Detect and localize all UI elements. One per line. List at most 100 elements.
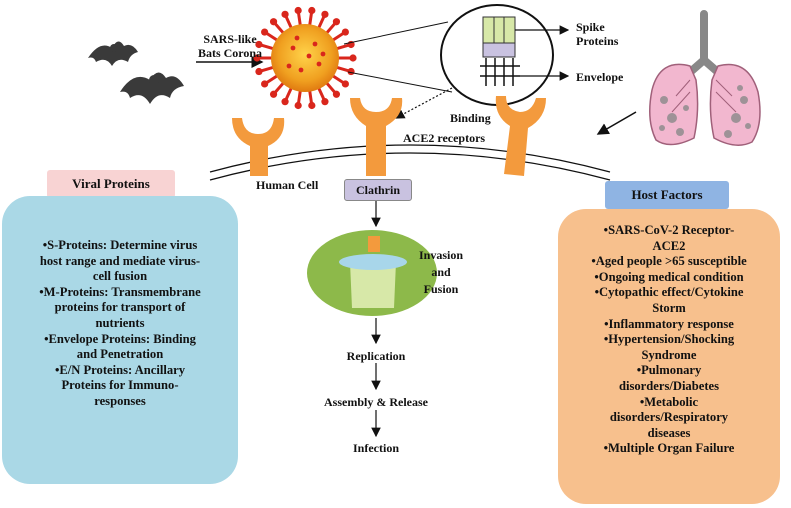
coronavirus-icon (253, 6, 357, 110)
invasion-line1: Invasion (418, 248, 464, 262)
invasion-fusion-label: Invasion and Fusion (410, 247, 472, 298)
host-item-line: •Pulmonary (636, 363, 702, 378)
viral-item-line: host range and mediate virus- (39, 253, 201, 268)
virus-spike-head (308, 6, 316, 15)
cell-membrane-inner (209, 152, 611, 181)
host-item-line: Syndrome (641, 347, 697, 362)
host-item-line: •Inflammatory response (604, 316, 734, 331)
virus-spike-head (281, 98, 289, 106)
virus-spike-head (261, 80, 269, 88)
viral-proteins-title: Viral Proteins (47, 170, 175, 198)
host-item-line: •Aged people >65 susceptible (591, 254, 747, 269)
virus-surface-dot (290, 45, 296, 51)
host-item-line: •Cytopathic effect/Cytokine (594, 285, 744, 300)
virus-spike-head (321, 10, 329, 18)
zoom-line (343, 21, 449, 45)
envelope-label: Envelope (576, 70, 624, 84)
invasion-line2: and (431, 265, 451, 279)
viral-item-line: cell fusion (92, 269, 148, 284)
cell-membrane-outer (209, 144, 611, 173)
bat-icon (88, 41, 138, 66)
virus-spike-head (281, 10, 289, 18)
virus-spike-head (349, 54, 357, 62)
viral-item-line: and Penetration (76, 347, 164, 362)
virus-spike-head (308, 101, 316, 110)
virus-spike-head (341, 80, 349, 88)
host-item-line: •Hypertension/Shocking (603, 332, 735, 347)
invasion-line3: Fusion (423, 282, 459, 296)
virus-surface-dot (298, 67, 304, 73)
virus-spike-head (269, 90, 278, 98)
spike-protein-icon (482, 16, 516, 58)
virus-surface-dot (316, 61, 322, 67)
virus-surface-dot (312, 41, 318, 47)
bats-label: SARS-like Bats Corona (196, 32, 264, 60)
virus-spike-head (332, 18, 341, 26)
virus-spike-head (332, 90, 341, 98)
lungs-icon (649, 10, 761, 146)
host-item-line: Storm (652, 300, 686, 315)
host-item-line: •Metabolic (639, 394, 699, 409)
ace2-receptor-icon (495, 96, 546, 176)
viral-item-line: •Envelope Proteins: Binding (44, 331, 196, 346)
virus-surface-dot (306, 53, 312, 59)
viral-item-line: nutrients (95, 315, 145, 330)
host-cell-fusion-icon (307, 230, 437, 316)
binding-label: Binding (450, 111, 491, 125)
virus-spike-head (341, 28, 349, 36)
envelope-lattice-icon (480, 58, 520, 86)
host-item-line: •Multiple Organ Failure (603, 441, 735, 456)
virus-spike-head (261, 28, 269, 36)
host-item-line: ACE2 (652, 238, 686, 253)
host-item: •Aged people >65 susceptible (558, 254, 780, 270)
viral-item-line: •M-Proteins: Transmembrane (39, 284, 201, 299)
assembly-release-label: Assembly & Release (324, 395, 428, 409)
host-item-line: disorders/Respiratory (609, 410, 729, 425)
host-item: •SARS-CoV-2 Receptor-ACE2 (558, 223, 780, 254)
host-factors-title: Host Factors (605, 181, 729, 209)
ace2-receptor-icon (232, 118, 285, 176)
virus-surface-dot (320, 51, 326, 57)
host-item: •Multiple Organ Failure (558, 441, 780, 457)
viral-item-line: proteins for transport of (54, 300, 186, 315)
bats-label-line1: SARS-like (203, 32, 257, 46)
ace2-receptors-label: ACE2 receptors (403, 131, 486, 145)
viral-item-line: responses (94, 393, 146, 408)
clathrin-box: Clathrin (344, 179, 412, 201)
spike-label-line2: Proteins (576, 34, 619, 48)
virus-spike-head (255, 40, 263, 49)
virus-spike-head (294, 6, 302, 15)
human-cell-label: Human Cell (256, 178, 319, 192)
host-item-line: •Ongoing medical condition (594, 269, 744, 284)
viral-item-line: •S-Proteins: Determine virus (42, 238, 198, 252)
virus-spike-head (321, 98, 329, 106)
virus-surface-dot (286, 63, 292, 69)
host-factors-list: •SARS-CoV-2 Receptor-ACE2•Aged people >6… (558, 209, 780, 457)
ace2-receptor-icon (350, 98, 403, 176)
virus-spike-head (255, 67, 263, 76)
lungs-arrow (596, 111, 637, 135)
host-item: •Inflammatory response (558, 317, 780, 333)
virus-spike-head (269, 18, 278, 26)
bat-icon (120, 72, 184, 104)
viral-item-line: •E/N Proteins: Ancillary (54, 362, 186, 377)
virus-spike-head (253, 54, 261, 62)
replication-label: Replication (346, 349, 406, 363)
host-item-line: •SARS-CoV-2 Receptor- (603, 223, 735, 237)
host-item-line: diseases (647, 425, 691, 440)
zoom-line (347, 71, 453, 93)
host-item: •Ongoing medical condition (558, 270, 780, 286)
virus-body (271, 24, 339, 92)
spike-label: Spike Proteins (576, 20, 618, 48)
